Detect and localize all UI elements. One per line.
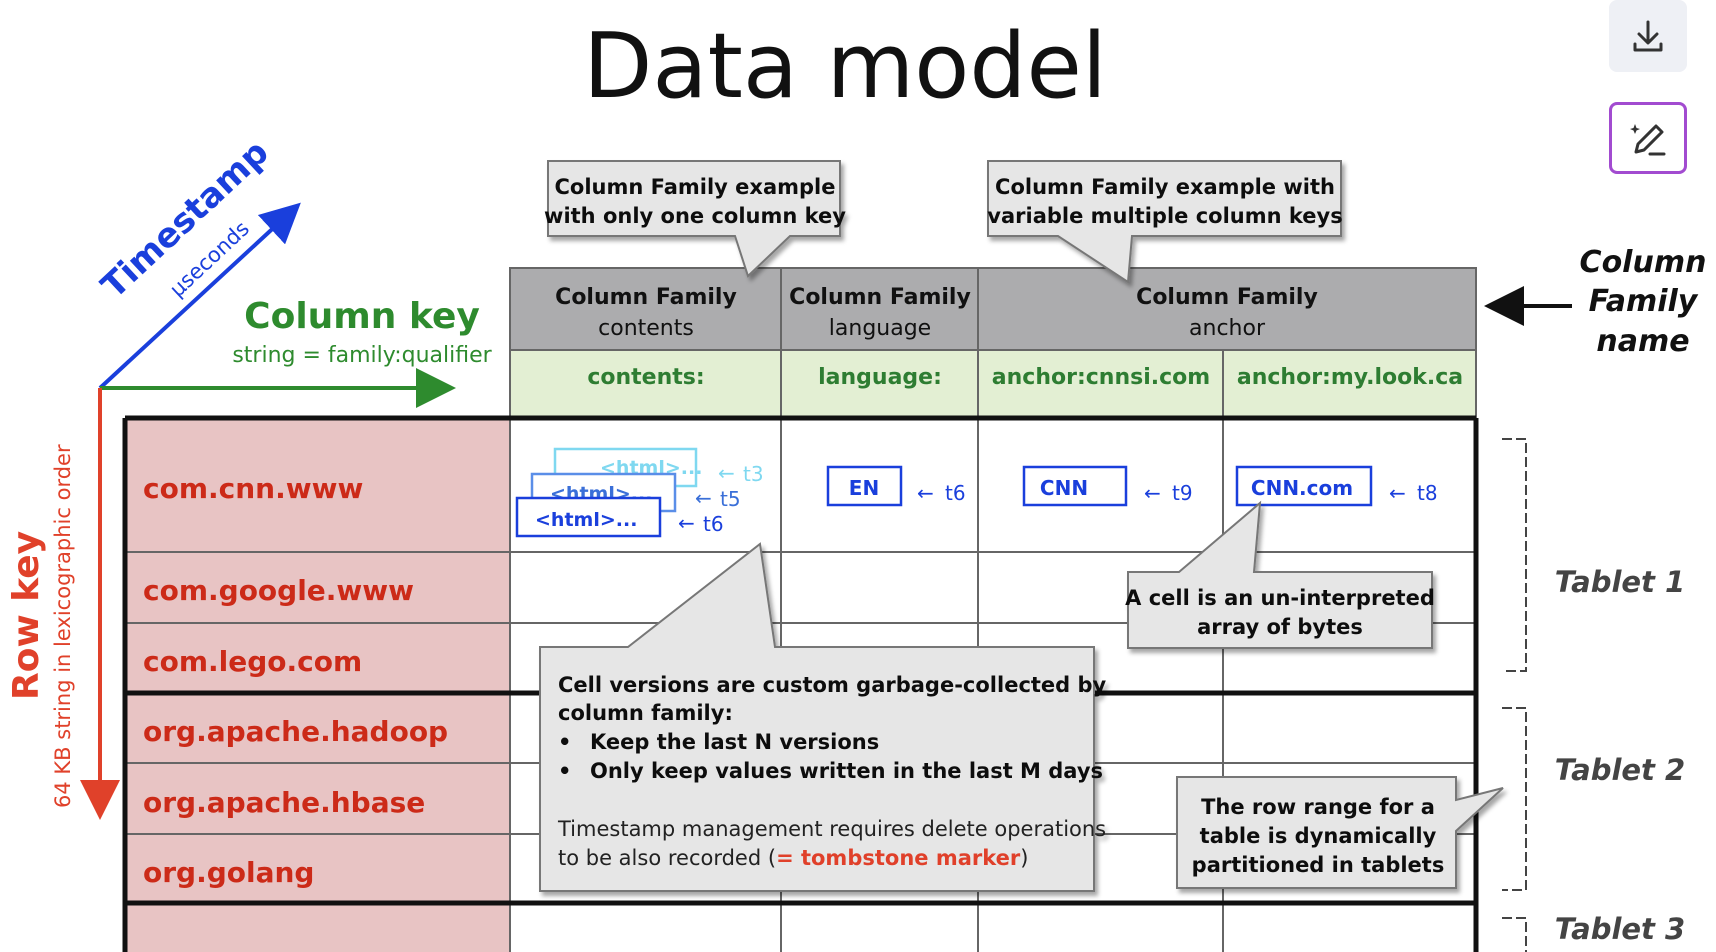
- tablet-2-bracket: [1502, 707, 1527, 891]
- svg-text:Keep the last N versions: Keep the last N versions: [590, 730, 879, 754]
- row-key-4: org.apache.hadoop: [143, 715, 448, 748]
- svg-text:t5: t5: [720, 487, 741, 511]
- svg-text:Family: Family: [1589, 284, 1699, 319]
- callout-cell-bytes: A cell is an un-interpreted array of byt…: [1125, 500, 1435, 649]
- language-cell: EN ← t6: [826, 465, 966, 507]
- download-button[interactable]: [1609, 0, 1687, 72]
- svg-text:array of bytes: array of bytes: [1197, 615, 1363, 639]
- anchor-cnnsi-cell: CNN ← t9: [1022, 465, 1193, 507]
- qualifier-language: language:: [818, 365, 942, 390]
- family-title-language: Column Family: [789, 285, 971, 310]
- svg-text:t9: t9: [1172, 481, 1193, 505]
- svg-text:Column: Column: [1580, 245, 1707, 280]
- qualifier-anchor-mylook: anchor:my.look.ca: [1237, 365, 1463, 390]
- svg-text:<html>...: <html>...: [535, 509, 637, 531]
- svg-text:The row range for a: The row range for a: [1201, 795, 1435, 819]
- qualifier-contents: contents:: [587, 365, 704, 390]
- svg-text:Column Family example with: Column Family example with: [995, 175, 1335, 199]
- svg-text:←: ←: [917, 481, 934, 505]
- cell-values: <html>... ← t3 <html>... ← t5 <html>... …: [515, 447, 1438, 538]
- callout-garbage-collection: Cell versions are custom garbage-collect…: [539, 542, 1107, 892]
- family-name-contents: contents: [598, 316, 694, 341]
- family-title-anchor: Column Family: [1136, 285, 1318, 310]
- family-title-contents: Column Family: [555, 285, 737, 310]
- timestamp-axis: [98, 202, 301, 390]
- row-key-6: org.golang: [143, 856, 314, 889]
- svg-text:Column Family example: Column Family example: [554, 175, 835, 199]
- svg-text:•: •: [558, 730, 571, 754]
- row-key-1: com.cnn.www: [143, 472, 363, 505]
- svg-text:column family:: column family:: [558, 701, 733, 725]
- svg-text:t8: t8: [1417, 481, 1438, 505]
- tablet-3-label: Tablet 3: [1555, 912, 1685, 946]
- row-key-5: org.apache.hbase: [143, 786, 425, 819]
- download-icon: [1633, 20, 1663, 52]
- row-key-axis-sub: 64 KB string in lexicographic order: [51, 444, 75, 808]
- svg-text:←: ←: [718, 461, 735, 485]
- magic-pen-icon: [1630, 124, 1666, 156]
- row-key-3: com.lego.com: [143, 645, 362, 678]
- column-key-axis-label: Column key: [244, 296, 480, 337]
- tablet-1-label: Tablet 1: [1555, 565, 1685, 599]
- svg-text:←: ←: [678, 511, 695, 535]
- svg-text:name: name: [1596, 324, 1689, 359]
- family-name-anchor: anchor: [1189, 316, 1266, 341]
- contents-version-t6: <html>... ← t6: [515, 496, 724, 538]
- svg-text:CNN.com: CNN.com: [1251, 476, 1353, 500]
- svg-text:partitioned in tablets: partitioned in tablets: [1192, 853, 1445, 877]
- magic-edit-button[interactable]: [1609, 102, 1687, 174]
- svg-text:to be also recorded (= tombsto: to be also recorded (= tombstone marker): [558, 846, 1028, 870]
- svg-text:•: •: [558, 759, 571, 783]
- svg-text:A cell is an un-interpreted: A cell is an un-interpreted: [1125, 586, 1435, 610]
- callout-multi-keys: Column Family example with variable mult…: [987, 160, 1343, 284]
- svg-text:t3: t3: [743, 462, 764, 486]
- page-title: Data model: [583, 14, 1107, 119]
- anchor-mylook-cell: CNN.com ← t8: [1235, 465, 1438, 507]
- table-body: com.cnn.www com.google.www com.lego.com …: [122, 415, 1479, 952]
- svg-text:Only keep values written in th: Only keep values written in the last M d…: [590, 759, 1103, 783]
- svg-text:←: ←: [1144, 481, 1161, 505]
- row-key-axis-label: Row key: [6, 531, 47, 700]
- tablet-3-bracket: [1502, 917, 1527, 952]
- svg-text:variable multiple column keys: variable multiple column keys: [987, 204, 1342, 228]
- column-key-axis-sub: string = family:qualifier: [232, 343, 492, 368]
- svg-text:Timestamp management requires: Timestamp management requires delete ope…: [557, 817, 1106, 841]
- svg-text:EN: EN: [849, 476, 879, 500]
- svg-text:CNN: CNN: [1040, 476, 1088, 500]
- qualifier-anchor-cnnsi: anchor:cnnsi.com: [992, 365, 1210, 390]
- tablet-1-bracket: [1502, 438, 1527, 672]
- svg-text:t6: t6: [703, 512, 724, 536]
- callout-row-range: The row range for a table is dynamically…: [1176, 776, 1504, 889]
- column-family-headers: Column Family contents Column Family lan…: [509, 267, 1477, 351]
- row-key-2: com.google.www: [143, 574, 414, 607]
- svg-text:←: ←: [1389, 481, 1406, 505]
- svg-text:←: ←: [695, 486, 712, 510]
- svg-text:Cell versions are custom garba: Cell versions are custom garbage-collect…: [558, 673, 1107, 697]
- column-qualifiers: contents: language: anchor:cnnsi.com anc…: [509, 349, 1477, 418]
- tablet-brackets: [1502, 438, 1527, 952]
- svg-text:table is dynamically: table is dynamically: [1200, 824, 1437, 848]
- family-name-language: language: [829, 316, 931, 341]
- svg-text:with only one column key: with only one column key: [544, 204, 846, 228]
- svg-text:t6: t6: [945, 481, 966, 505]
- tablet-2-label: Tablet 2: [1555, 753, 1685, 787]
- callout-one-key: Column Family example with only one colu…: [544, 160, 846, 278]
- column-family-name-label: Column Family name: [1484, 245, 1707, 359]
